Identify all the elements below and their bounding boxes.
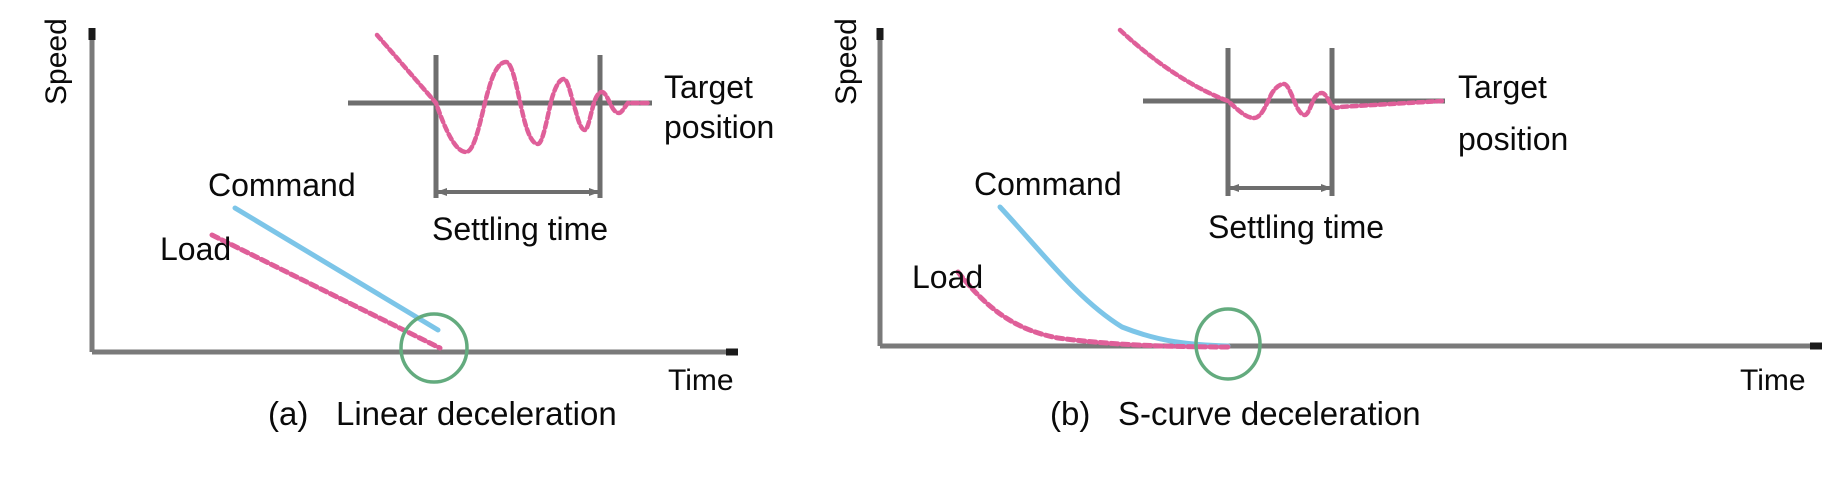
panel-b-command-curve [997, 204, 1231, 349]
panel-a-target-position-label-line1: Target [664, 69, 753, 105]
panel-b-y-axis-label: Speed [830, 18, 863, 105]
panel-a-y-axis-label: Speed [40, 18, 73, 105]
panel-s-curve-deceleration: Speed Time Command Load Target position … [830, 18, 1822, 432]
panel-a-settling-arrow-right [589, 188, 600, 196]
panel-a-target-position-label-line2: position [664, 109, 774, 145]
panel-linear-deceleration: Speed Time Command Load Target position … [40, 18, 774, 432]
panel-a-settling-arrow-left [436, 188, 447, 196]
panel-b-target-position-label-line2: position [1458, 121, 1568, 157]
panel-b-load-curve [955, 269, 1233, 350]
panel-a-stop-point-highlight [399, 312, 469, 384]
panel-b-caption-text: S-curve deceleration [1118, 395, 1421, 432]
panel-b-stop-point-highlight [1194, 307, 1262, 381]
panel-a-settling-time-label: Settling time [432, 211, 608, 247]
panel-a-command-curve [232, 205, 441, 333]
panel-b-oscillation-curve [1117, 27, 1445, 121]
panel-a-oscillation-curve [374, 32, 651, 155]
panel-b-settling-time-label: Settling time [1208, 209, 1384, 245]
panel-a-caption-index: (a) [268, 395, 308, 432]
panel-b-settling-arrow-right [1321, 184, 1332, 192]
panel-a-caption-text: Linear deceleration [336, 395, 617, 432]
panel-b-x-axis-label: Time [1740, 364, 1806, 397]
panel-a-load-label: Load [160, 231, 231, 267]
panel-a-x-axis-label: Time [668, 364, 734, 397]
panel-a-command-label: Command [208, 167, 356, 203]
panel-a-load-curve [209, 232, 443, 351]
panel-b-load-label: Load [912, 259, 983, 295]
panel-b-command-label: Command [974, 166, 1122, 202]
panel-b-target-position-label-line1: Target [1458, 69, 1547, 105]
panel-b-caption-index: (b) [1050, 395, 1090, 432]
panel-b-settling-arrow-left [1228, 184, 1239, 192]
